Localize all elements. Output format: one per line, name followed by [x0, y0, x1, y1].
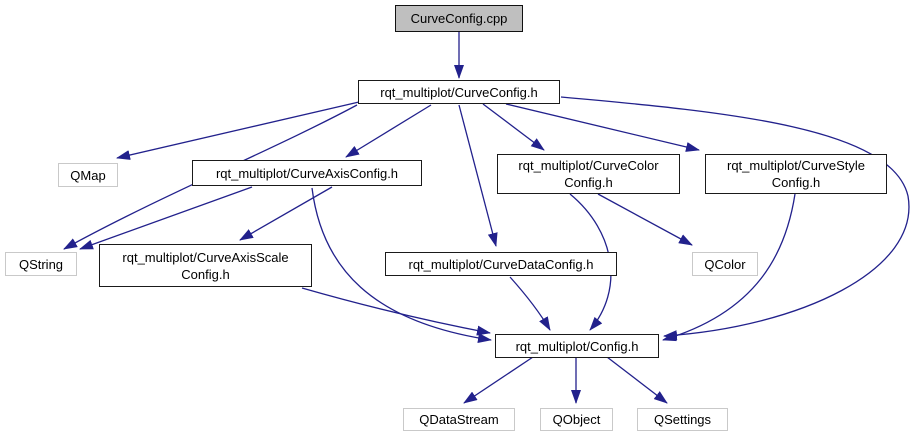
- node-qdatastream[interactable]: QDataStream: [403, 408, 515, 431]
- edge-curvecolorconfig-h-to-qcolor: [597, 193, 693, 246]
- node-curveconfig-h[interactable]: rqt_multiplot/CurveConfig.h: [358, 80, 560, 104]
- edge-curveconfig-h-to-qmap: [116, 101, 360, 160]
- node-qstring[interactable]: QString: [5, 252, 77, 276]
- node-curvestyleconfig-h[interactable]: rqt_multiplot/CurveStyle Config.h: [705, 154, 887, 194]
- edge-curveaxisconfig-h-to-curveaxisscaleconfig-h: [239, 186, 333, 241]
- edge-curveconfig-h-to-config-h: [560, 96, 910, 341]
- edge-curveconfig-h-to-curvedataconfig-h: [458, 104, 498, 247]
- node-qcolor[interactable]: QColor: [692, 252, 758, 276]
- node-qmap[interactable]: QMap: [58, 163, 118, 187]
- node-config-h[interactable]: rqt_multiplot/Config.h: [495, 334, 659, 358]
- node-curvedataconfig-h[interactable]: rqt_multiplot/CurveDataConfig.h: [385, 252, 617, 276]
- edge-curveaxisconfig-h-to-qstring: [79, 186, 253, 250]
- node-curvecolorconfig-h[interactable]: rqt_multiplot/CurveColor Config.h: [497, 154, 680, 194]
- node-curveconfig-cpp[interactable]: CurveConfig.cpp: [395, 5, 523, 32]
- edge-curvedataconfig-h-to-config-h: [509, 276, 551, 331]
- edge-config-h-to-qdatastream: [463, 356, 534, 404]
- edge-curveconfig-h-to-curvecolorconfig-h: [482, 103, 545, 151]
- edge-curveconfig-h-to-curveaxisconfig-h: [345, 104, 432, 158]
- edge-curveaxisconfig-h-to-config-h: [311, 187, 492, 343]
- edge-curveaxisscaleconfig-h-to-config-h: [301, 287, 491, 336]
- edge-config-h-to-qsettings: [606, 356, 668, 404]
- edge-curvestyleconfig-h-to-config-h: [662, 193, 796, 342]
- edge-curveconfig-h-to-curvestyleconfig-h: [505, 103, 700, 152]
- node-curveaxisconfig-h[interactable]: rqt_multiplot/CurveAxisConfig.h: [192, 160, 422, 186]
- node-qobject[interactable]: QObject: [540, 408, 613, 431]
- node-curveaxisscaleconfig-h[interactable]: rqt_multiplot/CurveAxisScale Config.h: [99, 244, 312, 287]
- node-qsettings[interactable]: QSettings: [637, 408, 728, 431]
